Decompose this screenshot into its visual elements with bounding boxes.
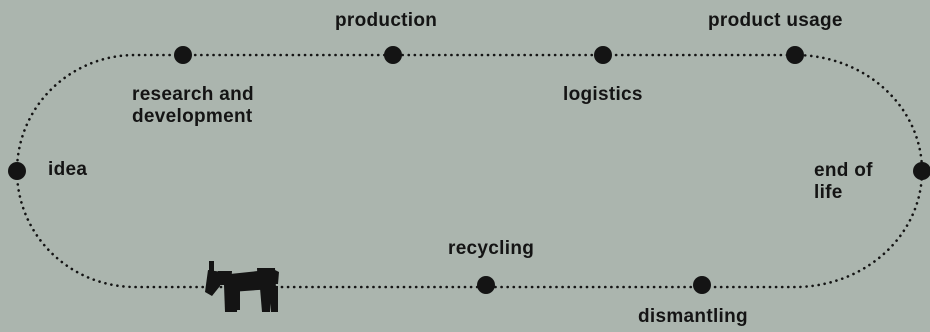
stage-label-research-and-development: research and development xyxy=(132,84,254,127)
stage-label-product-usage: product usage xyxy=(708,10,843,31)
node-logistics xyxy=(594,46,612,64)
node-dismantling xyxy=(693,276,711,294)
donkey-icon xyxy=(205,261,279,312)
stage-label-idea: idea xyxy=(48,159,88,180)
node-product-usage xyxy=(786,46,804,64)
stage-label-logistics: logistics xyxy=(563,84,643,105)
stage-label-recycling: recycling xyxy=(448,238,535,259)
node-production xyxy=(384,46,402,64)
node-recycling xyxy=(477,276,495,294)
stage-label-end-of-life: end of life xyxy=(814,160,873,203)
lifecycle-track xyxy=(15,53,924,289)
node-research-and-development xyxy=(174,46,192,64)
node-end-of-life xyxy=(913,162,930,180)
stage-label-production: production xyxy=(335,10,438,31)
stage-label-dismantling: dismantling xyxy=(638,306,748,327)
node-idea xyxy=(8,162,26,180)
